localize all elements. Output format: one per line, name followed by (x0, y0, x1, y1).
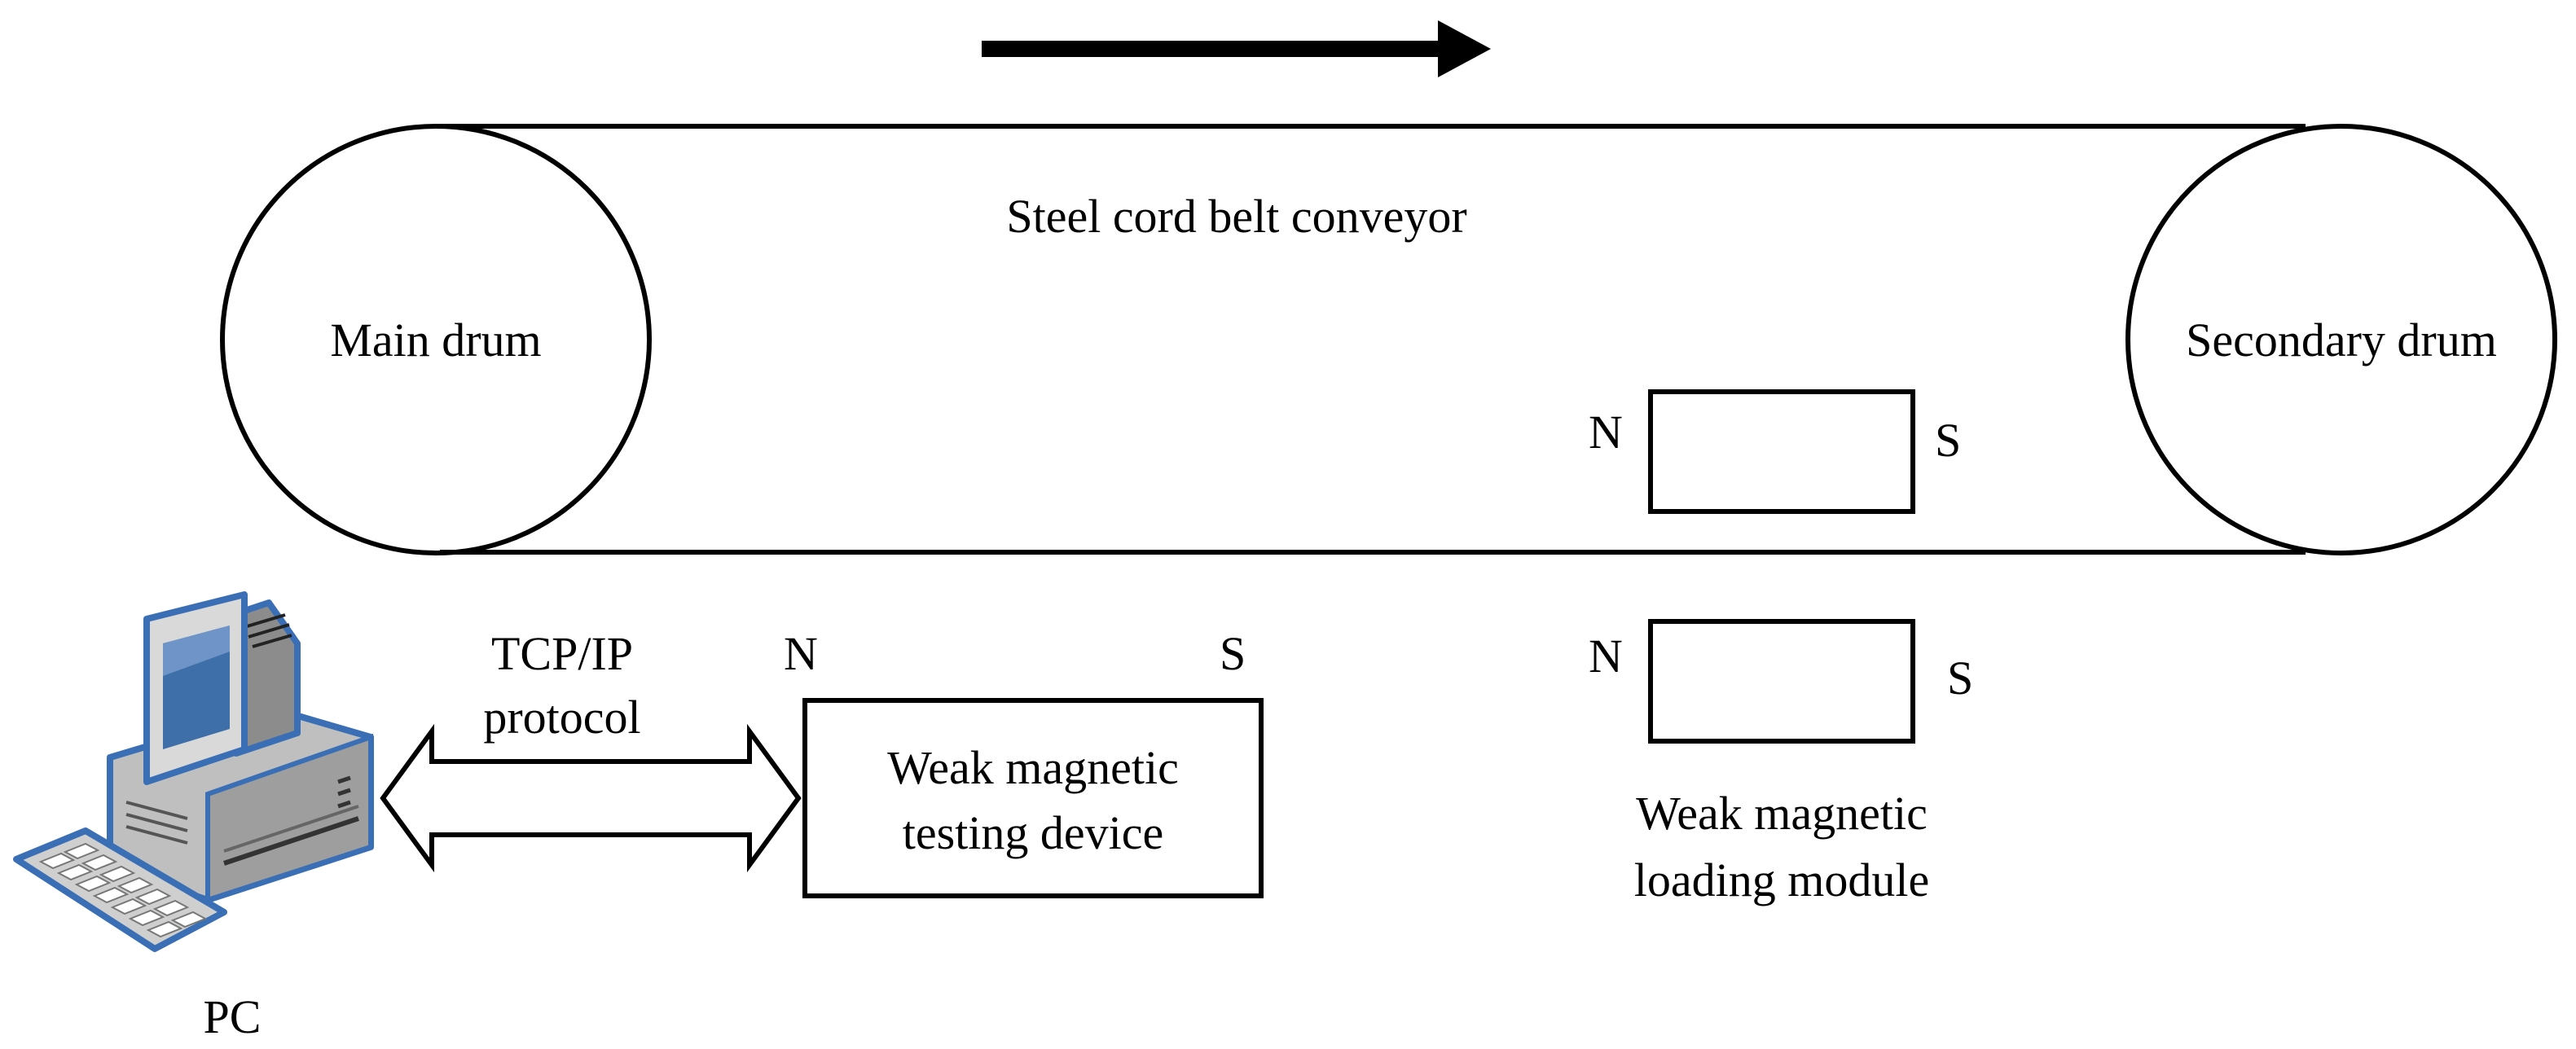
lower-magnet-north: N (1589, 630, 1623, 683)
upper-magnet-north: N (1589, 406, 1623, 459)
testing-device-label-line2: testing device (903, 806, 1164, 859)
loading-magnet-upper (1648, 389, 1915, 514)
desktop-computer-icon (13, 591, 374, 952)
testing-device-box (802, 698, 1264, 898)
upper-magnet-south: S (1935, 414, 1961, 467)
loading-module-label-line1: Weak magnetic (1636, 787, 1928, 840)
pc-label: PC (204, 990, 262, 1043)
secondary-drum (2125, 124, 2557, 555)
conveyor-belt (440, 124, 2306, 555)
testing-device-north: N (784, 627, 818, 680)
loading-magnet-lower (1648, 619, 1915, 744)
loading-module-label-line2: loading module (1634, 854, 1929, 906)
belt-label: Steel cord belt conveyor (1006, 190, 1466, 243)
lower-magnet-south: S (1947, 652, 1973, 704)
testing-device-label-line1: Weak magnetic (887, 741, 1179, 794)
double-arrow (380, 723, 802, 873)
link-label-line2: protocol (483, 691, 640, 744)
main-drum (220, 124, 652, 555)
testing-device-south: S (1220, 627, 1246, 680)
secondary-drum-label: Secondary drum (2186, 314, 2497, 366)
direction-arrow (982, 20, 1491, 77)
main-drum-label: Main drum (330, 314, 541, 366)
link-label-line1: TCP/IP (491, 627, 633, 680)
